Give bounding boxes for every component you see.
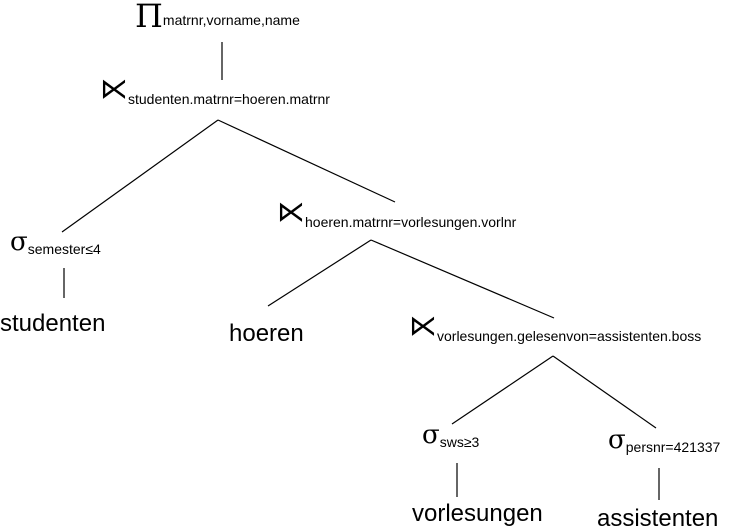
semijoin-symbol-1: ⋉ xyxy=(100,72,128,105)
edge-semijoin-1-to-select-semester xyxy=(61,119,219,233)
edge-semijoin-3-to-select-sws xyxy=(451,355,554,425)
semijoin-subscript-1: studenten.matrnr=hoeren.matrnr xyxy=(128,91,330,107)
semijoin-subscript-2: hoeren.matrnr=vorlesungen.vorlnr xyxy=(305,214,517,230)
relation-hoeren: hoeren xyxy=(229,320,304,347)
projection-node: Πmatrnr,vorname,name xyxy=(135,0,300,32)
edge-semijoin-1-to-semijoin-2 xyxy=(217,119,396,203)
selection-node-sws: σsws≥3 xyxy=(422,420,480,450)
edge-semijoin-2-to-hoeren xyxy=(267,239,372,307)
relation-vorlesungen: vorlesungen xyxy=(412,500,543,527)
semijoin-node-2: ⋉hoeren.matrnr=vorlesungen.vorlnr xyxy=(277,195,516,230)
selection-subscript-sws: sws≥3 xyxy=(439,434,480,450)
semijoin-node-1: ⋉studenten.matrnr=hoeren.matrnr xyxy=(100,72,330,107)
semijoin-symbol-3: ⋉ xyxy=(409,309,437,342)
selection-symbol-persnr: σ xyxy=(608,425,626,455)
projection-subscript: matrnr,vorname,name xyxy=(162,12,300,28)
selection-symbol-sws: σ xyxy=(422,420,440,450)
projection-symbol: Π xyxy=(135,0,163,35)
edge-semijoin-2-to-semijoin-3 xyxy=(370,239,555,319)
selection-subscript-semester: semester≤4 xyxy=(27,241,101,257)
relation-studenten: studenten xyxy=(0,310,106,337)
semijoin-subscript-3: vorlesungen.gelesenvon=assistenten.boss xyxy=(437,328,702,344)
selection-node-semester: σsemester≤4 xyxy=(10,227,101,257)
edge-semijoin-3-to-select-persnr xyxy=(552,355,657,429)
selection-subscript-persnr: persnr=421337 xyxy=(625,439,721,455)
relation-assistenten: assistenten xyxy=(597,505,719,532)
semijoin-node-3: ⋉vorlesungen.gelesenvon=assistenten.boss xyxy=(409,309,701,344)
selection-symbol-semester: σ xyxy=(10,227,28,257)
semijoin-symbol-2: ⋉ xyxy=(277,195,305,228)
selection-node-persnr: σpersnr=421337 xyxy=(608,425,721,455)
